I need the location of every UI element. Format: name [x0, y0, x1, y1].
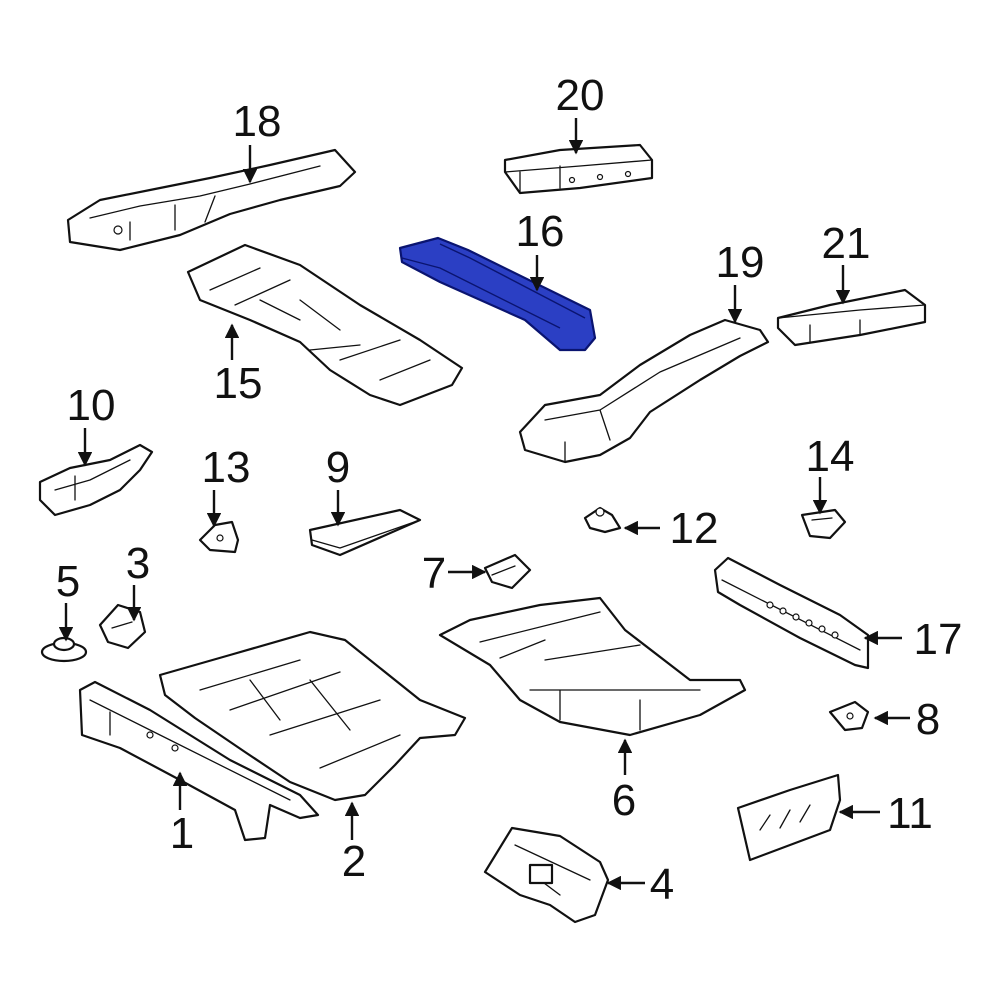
callout-8[interactable]: 8 — [916, 695, 940, 744]
callout-labels: 1 2 3 4 5 6 7 8 9 10 11 12 13 14 15 16 1… — [56, 71, 963, 909]
part-2-shape[interactable] — [158, 630, 467, 802]
callout-13[interactable]: 13 — [202, 443, 251, 492]
callout-19[interactable]: 19 — [716, 238, 765, 287]
part-9-shape[interactable] — [308, 508, 422, 557]
part-15-shape[interactable] — [186, 243, 464, 407]
callout-6[interactable]: 6 — [612, 776, 636, 825]
part-12-shape[interactable] — [583, 506, 622, 534]
callout-5[interactable]: 5 — [56, 557, 80, 606]
part-11-shape[interactable] — [736, 773, 842, 862]
callout-2[interactable]: 2 — [342, 837, 366, 886]
part-17-shape[interactable] — [713, 556, 870, 670]
part-7-shape[interactable] — [483, 553, 532, 590]
part-14-shape[interactable] — [800, 508, 847, 540]
callout-4[interactable]: 4 — [650, 860, 674, 909]
part-3-shape[interactable] — [98, 603, 147, 650]
callout-9[interactable]: 9 — [326, 443, 350, 492]
callout-20[interactable]: 20 — [556, 71, 605, 120]
part-18-shape[interactable] — [66, 148, 357, 252]
part-8-shape[interactable] — [828, 700, 870, 732]
callout-10[interactable]: 10 — [67, 381, 116, 430]
part-4-shape[interactable] — [483, 826, 610, 924]
leader-lines — [58, 118, 910, 891]
callout-15[interactable]: 15 — [214, 359, 263, 408]
callout-3[interactable]: 3 — [126, 539, 150, 588]
part-13-shape[interactable] — [198, 520, 240, 554]
callout-14[interactable]: 14 — [806, 432, 855, 481]
part-6-shape[interactable] — [438, 596, 747, 737]
part-16-shape[interactable] — [398, 236, 597, 352]
part-1-shape[interactable] — [78, 680, 320, 842]
callout-11[interactable]: 11 — [887, 789, 933, 838]
callout-1[interactable]: 1 — [170, 809, 194, 858]
callout-17[interactable]: 17 — [914, 615, 963, 664]
part-17-holes — [766, 601, 839, 639]
part-10-shape[interactable] — [38, 443, 154, 517]
callout-21[interactable]: 21 — [822, 219, 871, 268]
part-5-shape[interactable] — [40, 636, 88, 663]
part-20-shape[interactable] — [503, 143, 654, 195]
part-19-shape[interactable] — [518, 318, 770, 464]
callout-16[interactable]: 16 — [516, 207, 565, 256]
callout-7[interactable]: 7 — [422, 549, 446, 598]
callout-18[interactable]: 18 — [233, 97, 282, 146]
callout-12[interactable]: 12 — [670, 504, 719, 553]
part-21-shape[interactable] — [776, 288, 927, 347]
